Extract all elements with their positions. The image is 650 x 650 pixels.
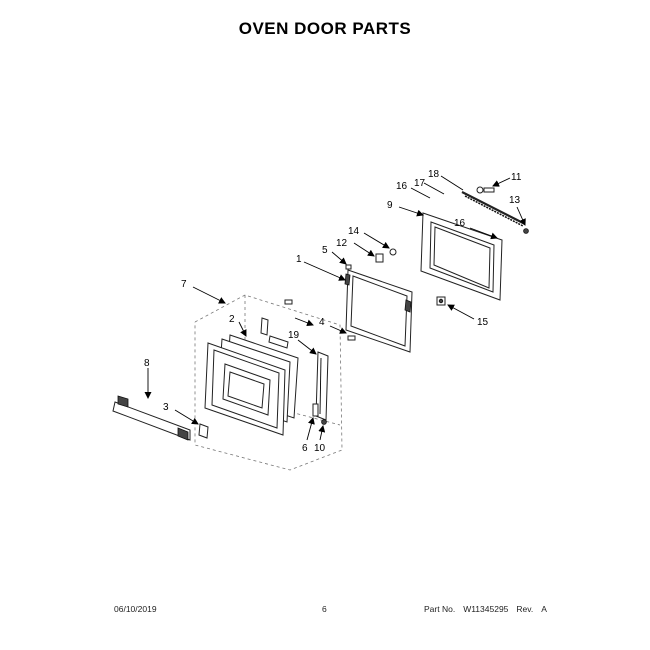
footer-date: 06/10/2019 bbox=[114, 604, 157, 614]
latch-6 bbox=[312, 403, 319, 417]
leader-lines bbox=[144, 175, 526, 441]
hinge-bracket-19 bbox=[315, 351, 329, 421]
callout-19: 19 bbox=[288, 330, 300, 341]
screw-14 bbox=[389, 248, 397, 256]
callout-9: 9 bbox=[387, 200, 393, 211]
screw-10 bbox=[321, 419, 327, 425]
part-no-label: Part No. bbox=[424, 604, 456, 614]
bracket-5 bbox=[345, 264, 352, 270]
callout-2: 2 bbox=[229, 314, 235, 325]
callout-11: 11 bbox=[511, 172, 522, 183]
callout-14: 14 bbox=[348, 226, 360, 237]
footer-part-info: Part No. W11345295 Rev. A bbox=[424, 604, 555, 614]
handle-cap-3 bbox=[198, 423, 209, 439]
callout-3: 3 bbox=[163, 402, 169, 413]
rev-value: A bbox=[541, 604, 547, 614]
fastener-11 bbox=[476, 186, 495, 194]
callout-13: 13 bbox=[509, 195, 521, 206]
rev-label: Rev. bbox=[516, 604, 534, 614]
callout-18: 18 bbox=[428, 169, 440, 180]
page-title: OVEN DOOR PARTS bbox=[238, 19, 412, 38]
outer-door-panel bbox=[204, 342, 286, 436]
callout-15: 15 bbox=[477, 317, 489, 328]
inner-door-liner-part bbox=[344, 269, 413, 353]
callout-1: 1 bbox=[296, 254, 302, 265]
callout-16-lower: 16 bbox=[454, 218, 466, 229]
callout-4: 4 bbox=[319, 317, 325, 328]
hinge-screw-left bbox=[284, 299, 293, 305]
callout-8: 8 bbox=[144, 358, 150, 369]
callout-5: 5 bbox=[322, 245, 328, 256]
door-handle-part bbox=[112, 395, 191, 441]
part-no-value: W11345295 bbox=[463, 604, 509, 614]
callout-labels: 1 2 3 4 5 6 7 8 9 10 11 12 13 14 15 16 1… bbox=[144, 169, 522, 454]
footer-page-number: 6 bbox=[322, 604, 327, 614]
door-gasket-part bbox=[420, 212, 503, 301]
callout-6: 6 bbox=[302, 443, 308, 454]
callout-12: 12 bbox=[336, 238, 348, 249]
callout-10: 10 bbox=[314, 443, 326, 454]
vent-bracket bbox=[260, 317, 289, 349]
clip-12 bbox=[375, 253, 384, 263]
callout-7: 7 bbox=[181, 279, 187, 290]
hinge-rod-part bbox=[461, 191, 526, 227]
hinge-screw-right bbox=[347, 335, 356, 341]
bumper-15 bbox=[436, 296, 446, 306]
callout-17: 17 bbox=[414, 178, 426, 189]
callout-16-upper: 16 bbox=[396, 181, 408, 192]
fastener-13 bbox=[523, 228, 529, 234]
